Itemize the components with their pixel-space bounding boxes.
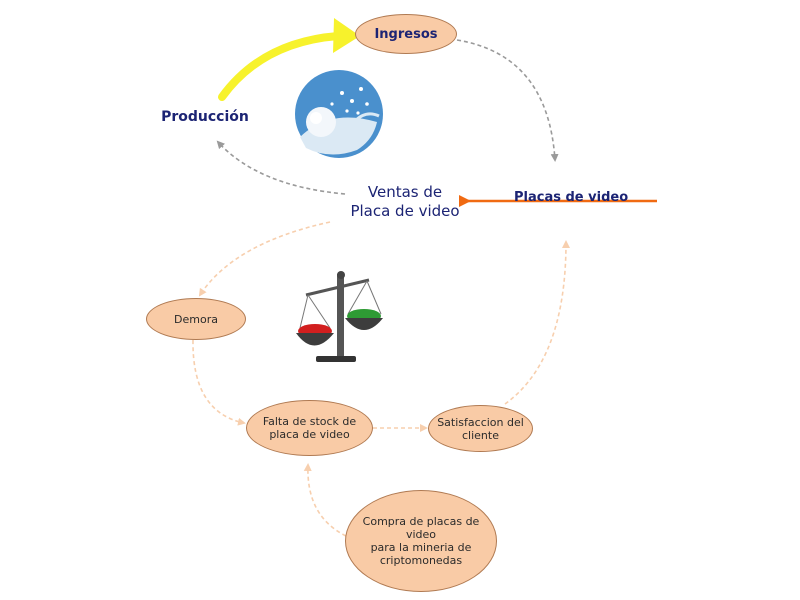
- node-placas[interactable]: Placas de video: [514, 190, 634, 205]
- node-satisfaccion-label-line1: Satisfaccion del: [437, 415, 524, 429]
- node-falta-stock-label-line1: Falta de stock de: [262, 415, 357, 428]
- snowball-globe-icon: [295, 70, 383, 158]
- node-satisfaccion[interactable]: Satisfaccion del cliente: [428, 405, 533, 452]
- node-ventas-label-line1: Ventas de: [367, 183, 443, 201]
- link-ingresos-placas: [456, 39, 559, 162]
- node-compra[interactable]: Compra de placas de video para la mineri…: [345, 490, 497, 592]
- link-satisfaccion-placas: [504, 240, 570, 405]
- node-ventas-label-line2: Placa de video: [350, 202, 460, 220]
- link-ventas-demora: [198, 221, 331, 297]
- node-produccion[interactable]: Producción: [160, 109, 250, 125]
- balance-scale-icon: [296, 271, 383, 362]
- node-falta-stock-label-line2: placa de video: [269, 428, 350, 441]
- node-satisfaccion-label-line2: cliente: [462, 428, 499, 442]
- link-demora-falta: [192, 339, 246, 426]
- link-compra-falta: [303, 463, 347, 537]
- node-ingresos-label: Ingresos: [374, 26, 438, 42]
- node-ingresos[interactable]: Ingresos: [355, 14, 457, 54]
- node-demora-label: Demora: [174, 312, 218, 326]
- node-ventas[interactable]: Ventas de Placa de video: [340, 183, 470, 221]
- node-placas-label: Placas de video: [514, 190, 629, 205]
- node-compra-label-line1: Compra de placas de video: [362, 515, 480, 541]
- link-ventas-produccion: [216, 140, 346, 195]
- node-falta-stock[interactable]: Falta de stock de placa de video: [246, 400, 373, 456]
- node-demora[interactable]: Demora: [146, 298, 246, 340]
- link-produccion-ingresos: [218, 32, 342, 101]
- node-produccion-label: Producción: [161, 109, 249, 125]
- yellow-arrow-head: [333, 18, 360, 53]
- node-compra-label-line2: para la mineria de: [370, 541, 472, 554]
- node-compra-label-line3: criptomonedas: [379, 554, 463, 567]
